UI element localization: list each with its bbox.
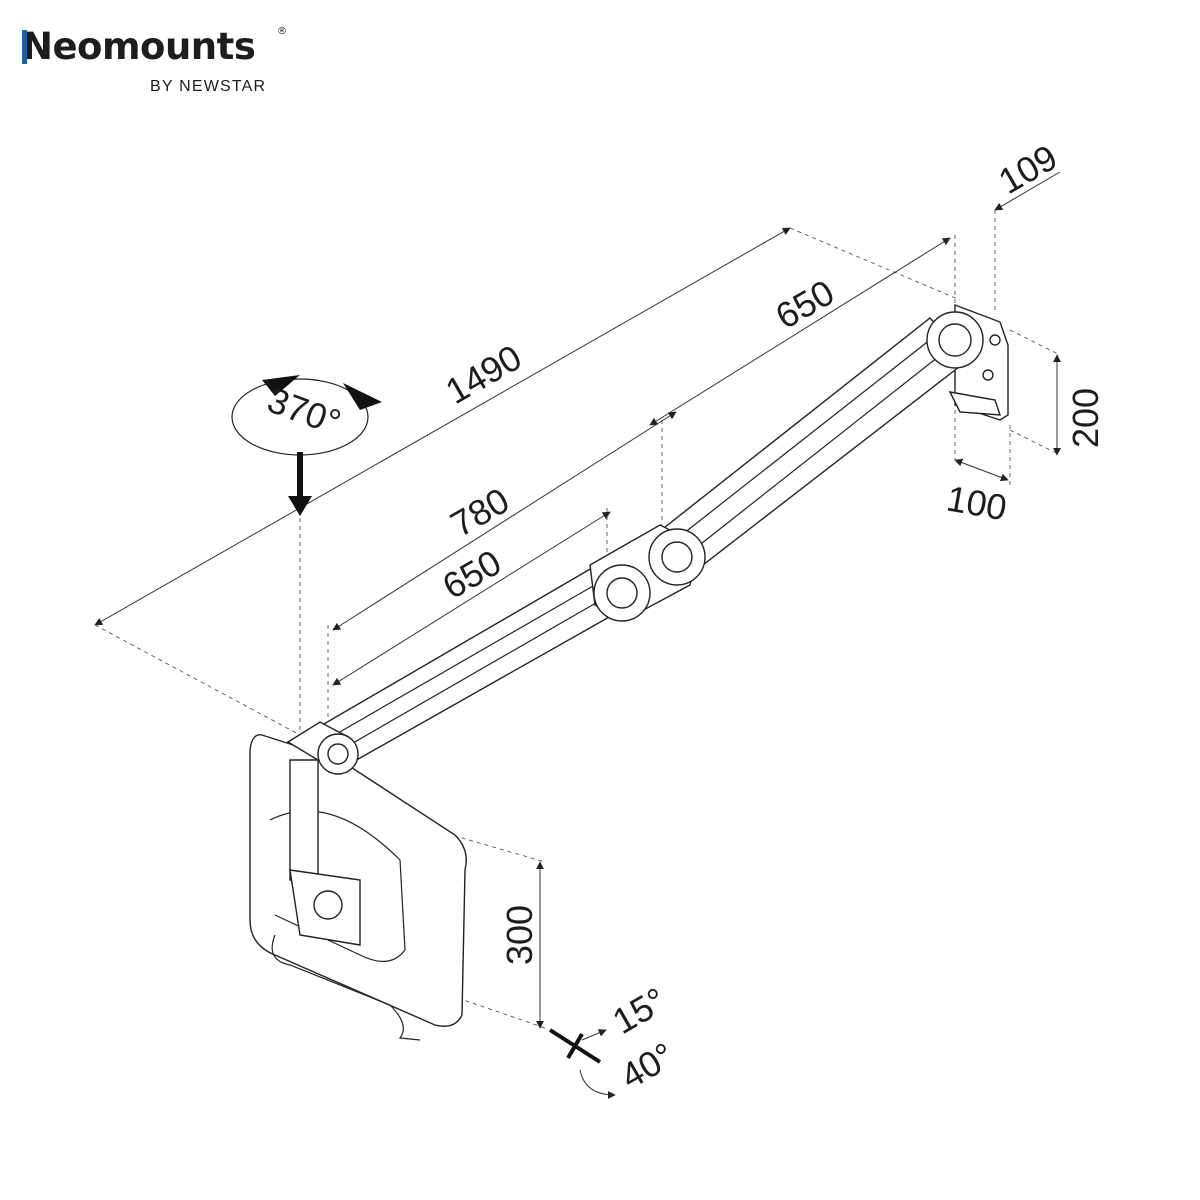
upper-arm [653, 317, 970, 576]
dim-1490-ext-left [94, 624, 301, 736]
dim-100-line [954, 458, 1009, 482]
dim-200-ext-top [1009, 329, 1061, 356]
dim-200-ext-bottom [1009, 429, 1061, 456]
tilt-down-arrow [579, 1069, 616, 1099]
neomounts-logo: Neomounts ® BY NEWSTAR [22, 22, 292, 102]
joint-wall-inner [938, 323, 972, 357]
dim-109-label: 109 [992, 136, 1065, 202]
dim-200-label: 200 [1065, 388, 1106, 448]
wall-bracket-foot [948, 391, 1001, 416]
logo-subtitle: BY NEWSTAR [150, 78, 267, 95]
rotation-arrow-right-icon [343, 383, 382, 410]
dim-300-label: 300 [499, 905, 540, 965]
lower-arm-groove-1 [311, 581, 601, 749]
dim-1490-label: 1490 [439, 336, 529, 412]
vesa-tilt-knob [313, 890, 343, 920]
logo-accent [22, 30, 27, 64]
dim-650-lower-line [332, 511, 611, 686]
rotation-arrow-left-icon [262, 375, 300, 396]
display-pivot-joint-inner [327, 743, 349, 765]
upper-arm-groove-1 [664, 331, 941, 549]
tilt-up-label: 15° [606, 979, 674, 1042]
logo-brand: Neomounts [22, 25, 256, 68]
bracket-screw-top [989, 334, 1001, 346]
tilt-down-label: 40° [614, 1034, 682, 1097]
dim-780-label: 780 [444, 479, 517, 545]
dim-650-upper-label: 650 [769, 271, 842, 337]
tilt-cross [566, 1032, 584, 1060]
tilt-up-arrow [581, 1029, 607, 1041]
dim-650-lower-label: 650 [436, 541, 509, 607]
dim-300-ext-bottom [419, 984, 546, 1029]
dim-109-line [994, 171, 1061, 211]
elbow-joint-back-inner [661, 541, 693, 573]
rotation-label: 370° [262, 379, 346, 443]
display-pole [289, 759, 319, 881]
lower-arm-groove-2 [319, 595, 609, 763]
elbow-joint-front-inner [606, 577, 638, 609]
logo-registered: ® [277, 26, 287, 37]
down-arrow-icon [288, 496, 312, 516]
display-handle [271, 934, 421, 1041]
dim-650-upper-line [649, 237, 951, 426]
upper-arm-groove-2 [677, 345, 953, 563]
dim-100-label: 100 [944, 478, 1010, 529]
bracket-screw-bottom [982, 369, 994, 381]
